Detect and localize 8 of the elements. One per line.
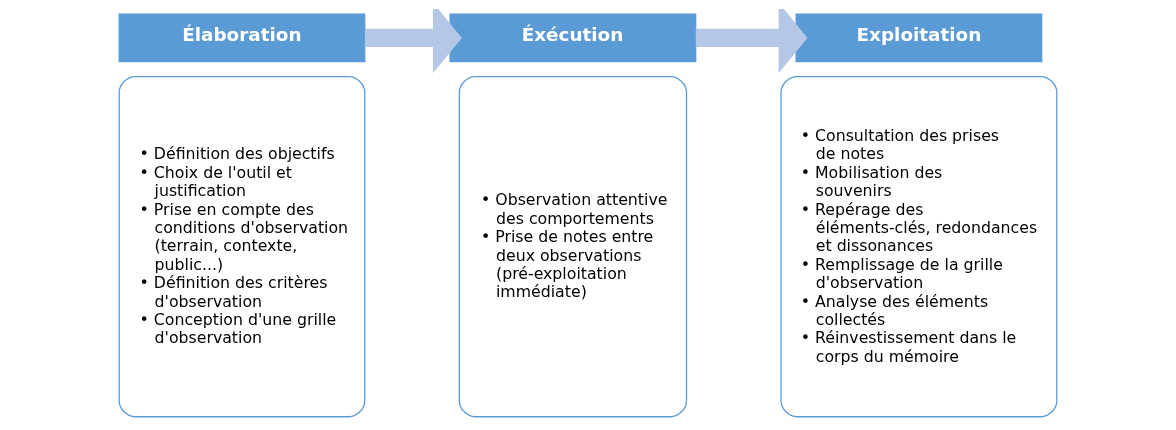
node-box: • Définition des objectifs • Choix de l'outil et justification • Prise en compte des conditions d'observation (terrain, contexte, public...) • Définition des critères d'observation • Conception d'une grille d'observation xyxy=(118,75,366,417)
node-box: Éxécution xyxy=(449,13,697,62)
node-box: • Consultation des prises de notes • Mobilisation des souvenirs • Repérage des éléments-clés, redondances et dissonances • Remplissage de la grille d'observation • Analyse des éléments collectés • Réinvestissement dans le corps du mémoire xyxy=(780,75,1058,417)
arrow xyxy=(365,8,462,73)
node-box: Exploitation xyxy=(795,13,1043,62)
node-box: Élaboration xyxy=(118,13,366,62)
node-box: • Observation attentive des comportements • Prise de notes entre deux observations (pré-exploitation immédiate) xyxy=(458,75,688,417)
arrow xyxy=(695,8,808,73)
